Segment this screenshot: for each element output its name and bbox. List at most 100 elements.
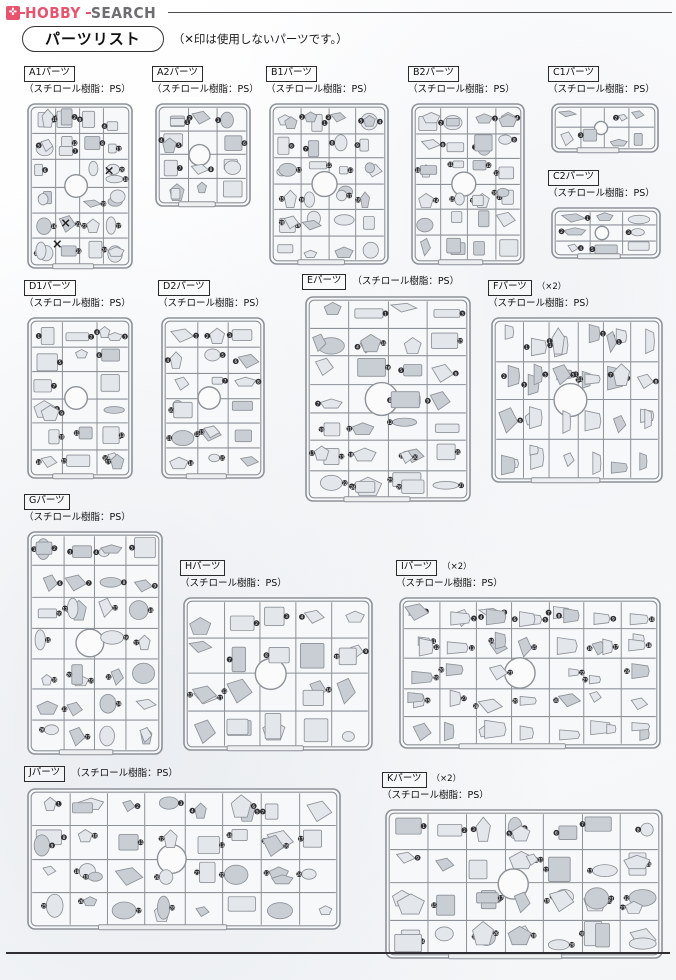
svg-text:1: 1: [33, 547, 36, 552]
svg-text:4: 4: [480, 614, 483, 619]
svg-text:30: 30: [553, 698, 559, 703]
sprue-block-i: Iパーツ（×2）（スチロール樹脂：PS）12345678910111213141…: [396, 554, 670, 749]
sprue-label-group-f: Fパーツ（×2）: [488, 274, 670, 296]
svg-text:16: 16: [284, 844, 290, 849]
svg-text:10: 10: [649, 617, 655, 622]
svg-text:14: 14: [148, 608, 154, 613]
svg-text:2: 2: [463, 828, 466, 833]
svg-text:3: 3: [228, 333, 231, 338]
sprue-name-e: Eパーツ: [302, 274, 347, 290]
svg-text:21: 21: [106, 674, 112, 679]
svg-text:16: 16: [587, 646, 593, 651]
svg-text:16: 16: [496, 897, 502, 902]
svg-text:2: 2: [188, 115, 191, 120]
sprue-material-k: （スチロール樹脂：PS）: [382, 789, 489, 801]
svg-text:11: 11: [538, 857, 544, 862]
svg-text:5: 5: [37, 143, 40, 148]
svg-text:21: 21: [75, 221, 81, 226]
svg-text:3: 3: [327, 115, 330, 120]
svg-text:13: 13: [339, 454, 345, 459]
svg-text:1: 1: [186, 120, 189, 125]
svg-text:7: 7: [261, 809, 264, 814]
sprue-block-k: Kパーツ（×2）（スチロール樹脂：PS）12345678910111213141…: [382, 766, 670, 959]
sprue-material-i: （スチロール樹脂：PS）: [396, 577, 503, 589]
sprue-qty-i: （×2）: [442, 562, 472, 572]
svg-text:7: 7: [224, 378, 227, 383]
svg-text:27: 27: [136, 908, 142, 913]
svg-text:17: 17: [298, 836, 304, 841]
svg-text:14: 14: [227, 833, 233, 838]
svg-text:25: 25: [425, 698, 431, 703]
svg-text:11: 11: [74, 430, 80, 435]
sprue-name-a2: A2パーツ: [152, 66, 203, 82]
svg-text:19: 19: [434, 675, 440, 680]
sprue-runner-f: 1111112334510116789: [488, 314, 666, 486]
sprue-material-c2: （スチロール樹脂：PS）: [548, 187, 655, 199]
sprue-material-b1: （スチロール樹脂：PS）: [266, 83, 373, 95]
sprue-label-group-c2: C2パーツ: [548, 164, 668, 186]
svg-text:10: 10: [415, 167, 421, 172]
svg-text:4: 4: [191, 808, 194, 813]
svg-text:1: 1: [57, 802, 60, 807]
svg-text:14: 14: [489, 638, 495, 643]
svg-text:11: 11: [448, 162, 454, 167]
svg-text:20: 20: [279, 220, 285, 225]
svg-text:10: 10: [57, 611, 63, 616]
svg-text:12: 12: [62, 606, 68, 611]
sprue-block-d1: D1パーツ（スチロール樹脂：PS）12345678910111213141516…: [24, 274, 144, 479]
svg-text:18: 18: [52, 677, 58, 682]
svg-text:4: 4: [96, 330, 99, 335]
svg-text:26: 26: [78, 899, 84, 904]
svg-text:23: 23: [620, 905, 626, 910]
svg-text:13: 13: [348, 168, 354, 173]
svg-text:10: 10: [169, 408, 175, 413]
svg-text:3: 3: [285, 614, 288, 619]
svg-text:13: 13: [199, 429, 205, 434]
svg-text:11: 11: [578, 377, 584, 382]
sprue-material-f: （スチロール樹脂：PS）: [488, 297, 595, 309]
svg-text:12: 12: [327, 163, 333, 168]
sprue-material-d1: （スチロール樹脂：PS）: [24, 297, 131, 309]
svg-text:1: 1: [618, 339, 621, 344]
svg-text:1: 1: [195, 333, 198, 338]
svg-text:20: 20: [413, 455, 419, 460]
svg-text:1: 1: [602, 331, 605, 336]
svg-text:25: 25: [388, 477, 394, 482]
svg-text:7: 7: [317, 401, 320, 406]
sprue-label-group-h: Hパーツ: [180, 554, 380, 576]
svg-text:21: 21: [194, 870, 200, 875]
svg-text:1: 1: [586, 215, 589, 220]
svg-text:7: 7: [53, 383, 56, 388]
svg-text:9: 9: [612, 616, 615, 621]
svg-text:12: 12: [543, 867, 549, 872]
sprue-name-i: Iパーツ: [396, 560, 438, 576]
sprue-name-c2: C2パーツ: [548, 170, 599, 186]
svg-text:5: 5: [400, 368, 403, 373]
sprue-runner-a1: 1311294512781362014151916212217102324: [24, 100, 136, 272]
svg-text:1: 1: [549, 343, 552, 348]
svg-text:22: 22: [82, 223, 88, 228]
svg-text:4: 4: [379, 119, 382, 124]
svg-text:14: 14: [123, 177, 129, 182]
svg-text:20: 20: [67, 672, 73, 677]
svg-text:8: 8: [123, 580, 126, 585]
hobby-search-logo: ✜ HOBBY SEARCH: [6, 4, 162, 22]
sprue-name-d2: D2パーツ: [158, 280, 210, 296]
svg-text:14: 14: [36, 459, 42, 464]
svg-text:10: 10: [59, 434, 65, 439]
svg-text:12: 12: [387, 420, 393, 425]
sprue-label-group-b1: B1パーツ: [266, 60, 398, 82]
svg-text:6: 6: [98, 353, 101, 358]
svg-text:14: 14: [433, 198, 439, 203]
svg-text:15: 15: [450, 196, 456, 201]
svg-text:25: 25: [41, 903, 47, 908]
svg-text:29: 29: [513, 698, 519, 703]
svg-text:18: 18: [492, 190, 498, 195]
svg-text:8: 8: [257, 379, 260, 384]
sprue-material-h: （スチロール樹脂：PS）: [180, 577, 287, 589]
hobby-search-badge-icon: ✜: [6, 6, 20, 20]
svg-text:24: 24: [624, 669, 630, 674]
sprue-label-group-k: Kパーツ（×2）: [382, 766, 670, 788]
